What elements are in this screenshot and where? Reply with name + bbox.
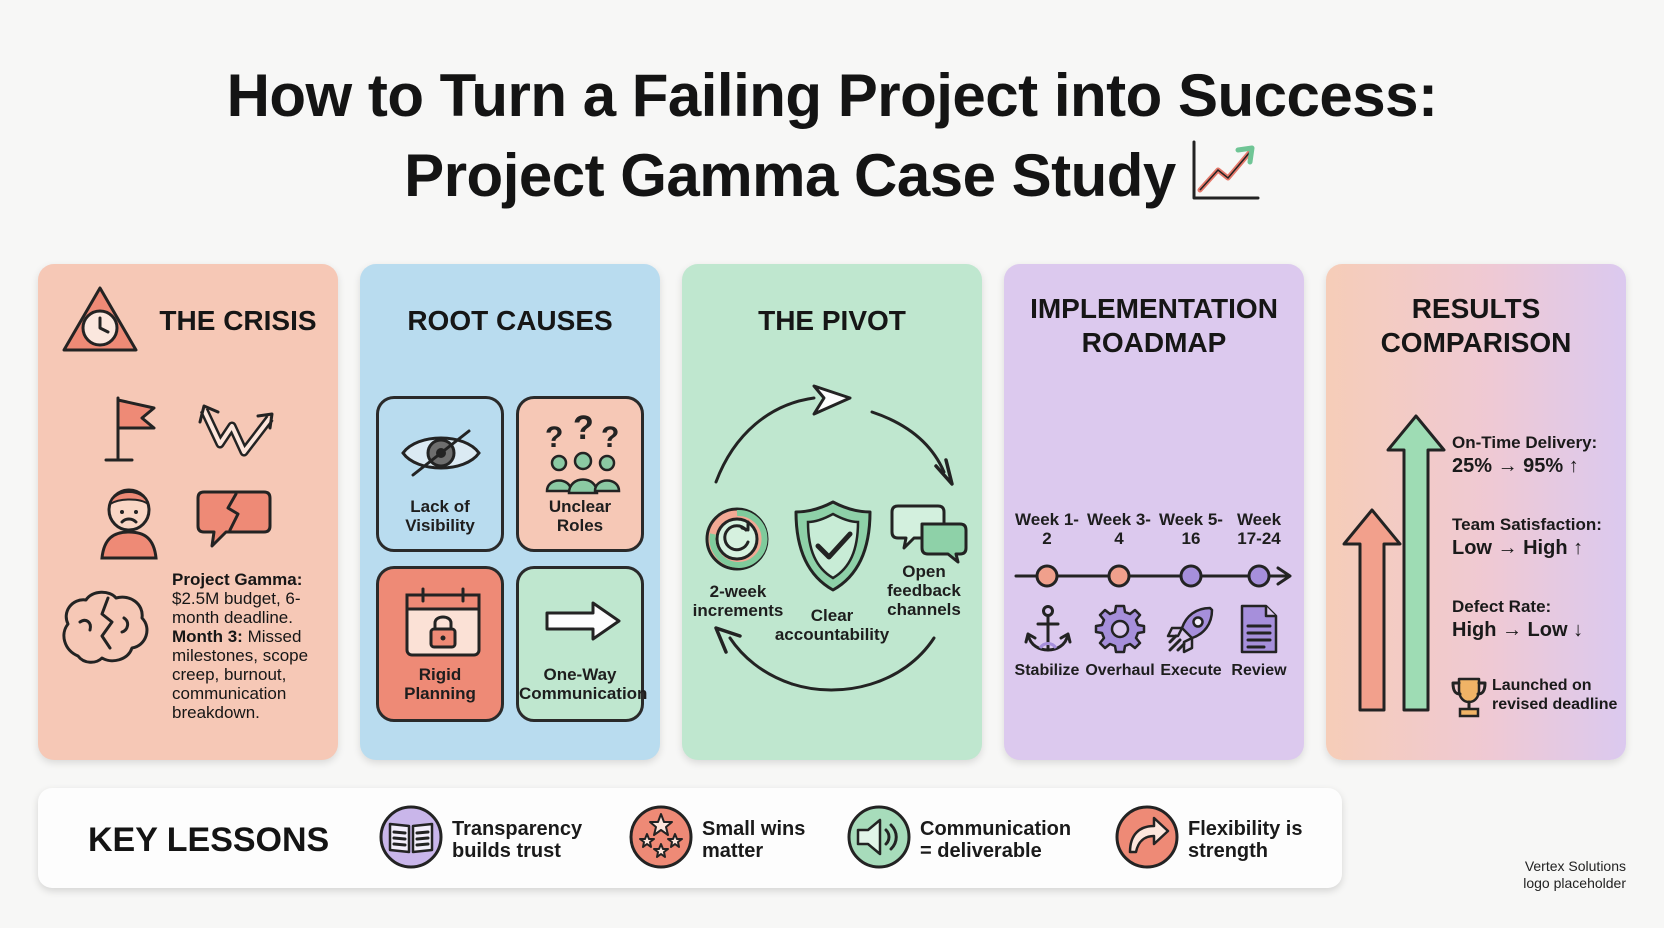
title-line-2: Project Gamma Case Study	[0, 136, 1664, 222]
cycle-icon	[702, 504, 772, 579]
phase-label: Review	[1231, 662, 1287, 679]
cause-label: Unclear Roles	[548, 497, 612, 535]
results-title-line-2: COMPARISON	[1380, 327, 1572, 358]
result-metric: On-Time Delivery: 25% → 95% ↑	[1452, 432, 1597, 478]
crisis-month-label: Month 3:	[172, 627, 243, 646]
cause-one-way-communication: One-Way Communication	[516, 566, 648, 722]
week-label: Week 1-2	[1015, 510, 1079, 548]
cause-label: One-Way Communication	[519, 665, 648, 703]
result-metric-label: Defect Rate:	[1452, 597, 1552, 616]
broken-heart-speech-icon	[196, 486, 272, 555]
lesson-text: Transparency builds trust	[452, 818, 583, 862]
svg-text:?: ?	[573, 409, 594, 447]
growth-arrows	[1342, 414, 1446, 719]
pivot-label: Open feedback channels	[887, 562, 961, 619]
result-metric-value: 25% → 95% ↑	[1452, 455, 1579, 477]
sad-person-icon	[96, 482, 162, 565]
result-metric-value: Low → High ↑	[1452, 537, 1584, 559]
result-metric-label: On-Time Delivery:	[1452, 433, 1598, 452]
implementation-title-line-2: ROADMAP	[1081, 327, 1227, 358]
cracked-brain-icon	[58, 588, 154, 673]
root-causes-panel: ROOT CAUSES Lack of Visibility ? ? ?	[360, 264, 660, 760]
cause-label: Lack of Visibility	[405, 497, 475, 535]
timeline	[1004, 264, 1304, 765]
locked-calendar-icon	[403, 585, 483, 664]
footer-line-2: logo placeholder	[1523, 875, 1626, 891]
crisis-title: THE CRISIS	[159, 305, 317, 336]
lesson-text: Small wins matter	[702, 818, 806, 862]
svg-text:?: ?	[601, 421, 619, 454]
result-metric: Team Satisfaction: Low → High ↑	[1452, 514, 1602, 560]
implementation-panel: IMPLEMENTATION ROADMAP Week 1-2 Week 3-4…	[1004, 264, 1304, 760]
title-line-1: How to Turn a Failing Project into Succe…	[226, 62, 1438, 129]
crisis-month-line: Month 3: Missed milestones, scope creep,…	[172, 627, 332, 722]
key-lessons-bar: KEY LESSONS Transparency builds trust Sm…	[38, 788, 1342, 888]
phase-label: Execute	[1160, 662, 1222, 679]
trophy-icon	[1450, 676, 1488, 723]
results-panel: RESULTS COMPARISON On-Time Delivery: 25%…	[1326, 264, 1626, 760]
crisis-description: Project Gamma: $2.5M budget, 6-month dea…	[172, 570, 332, 722]
phase-label: Overhaul	[1085, 662, 1155, 679]
cause-unclear-roles: ? ? ? Unclear Roles	[516, 396, 644, 552]
chat-bubbles-icon	[890, 502, 968, 569]
pivot-title: THE PIVOT	[758, 305, 906, 336]
phase-label: Stabilize	[1014, 662, 1080, 679]
result-metric-value: High → Low ↓	[1452, 619, 1584, 641]
results-title: RESULTS COMPARISON	[1326, 292, 1626, 360]
document-icon	[1238, 604, 1280, 659]
warning-clock-icon	[60, 284, 140, 361]
key-lessons-title: KEY LESSONS	[88, 821, 330, 859]
flag-icon	[102, 394, 164, 469]
stars-icon	[628, 804, 694, 875]
shield-check-icon	[792, 498, 874, 599]
pivot-label: 2-week increments	[692, 582, 784, 620]
crossed-eye-icon	[399, 425, 483, 486]
gear-icon	[1094, 604, 1146, 657]
rocket-icon	[1166, 604, 1216, 659]
anchor-icon	[1024, 604, 1072, 659]
crisis-panel: THE CRISIS	[38, 264, 338, 760]
right-arrow-icon	[543, 599, 623, 648]
crisis-lead-line: Project Gamma:	[172, 570, 332, 589]
footer-line-1: Vertex Solutions	[1524, 858, 1626, 874]
result-metric-label: Team Satisfaction:	[1452, 515, 1602, 534]
cause-label: Rigid Planning	[404, 665, 476, 703]
results-title-line-1: RESULTS	[1411, 293, 1541, 324]
curved-arrow-icon	[1114, 804, 1180, 875]
cause-rigid-planning: Rigid Planning	[376, 566, 504, 722]
cause-lack-of-visibility: Lack of Visibility	[376, 396, 504, 552]
pivot-cycle-arrows	[682, 264, 982, 765]
svg-text:?: ?	[545, 421, 563, 454]
implementation-title-line-1: IMPLEMENTATION	[1030, 293, 1278, 324]
week-label: Week 17-24	[1236, 510, 1282, 548]
week-label: Week 3-4	[1087, 510, 1151, 548]
crisis-month-text: Missed milestones, scope creep, burnout,…	[172, 627, 309, 722]
trend-chart-icon	[1190, 140, 1260, 222]
question-people-icon: ? ? ?	[539, 409, 627, 500]
implementation-title: IMPLEMENTATION ROADMAP	[1004, 292, 1304, 360]
crisis-lead: Project Gamma:	[172, 570, 303, 589]
lesson-text: Flexibility is strength	[1188, 818, 1303, 862]
crisis-summary: $2.5M budget, 6-month deadline.	[172, 589, 301, 627]
lesson-text: Communication = deliverable	[920, 818, 1072, 862]
week-label: Week 5-16	[1159, 510, 1223, 548]
launch-text: Launched on revised deadline	[1492, 677, 1618, 713]
logo-placeholder: Vertex Solutions logo placeholder	[1452, 858, 1626, 892]
title-line-2-text: Project Gamma Case Study	[404, 142, 1176, 209]
speaker-icon	[846, 804, 912, 875]
pivot-panel: THE PIVOT 2-week increments Clear accoun	[682, 264, 982, 760]
root-causes-title: ROOT CAUSES	[407, 305, 613, 336]
zigzag-arrow-icon	[198, 400, 278, 469]
result-metric: Defect Rate: High → Low ↓	[1452, 596, 1583, 642]
open-book-icon	[378, 804, 444, 875]
page-title: How to Turn a Failing Project into Succe…	[0, 56, 1664, 222]
pivot-label: Clear accountability	[774, 606, 890, 644]
